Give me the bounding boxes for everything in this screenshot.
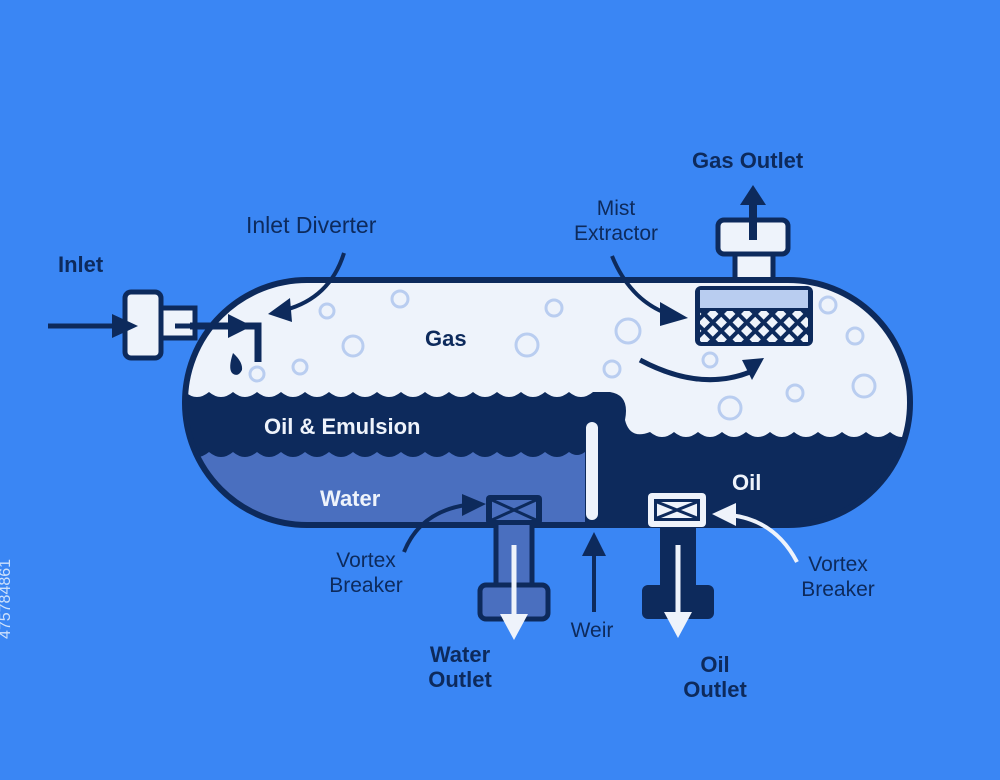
mist-extractor-callout — [610, 255, 688, 326]
mist-extractor-label: Mist Extractor — [573, 197, 659, 246]
vortex-breaker-right-label: Vortex Breaker — [801, 553, 875, 602]
gas-bubbles — [248, 289, 877, 421]
water-zone-label: Water — [320, 486, 381, 511]
mist-extractor — [695, 286, 813, 346]
vortex-breaker-left-callout — [402, 494, 486, 553]
oil-emulsion-zone-label: Oil & Emulsion — [264, 414, 421, 439]
oil-outlet-label: Oil Outlet — [683, 652, 747, 703]
vortex-breaker-right-callout — [712, 503, 799, 563]
oil-outlet — [642, 493, 714, 638]
water-layer — [185, 452, 585, 525]
oil-zone-label: Oil — [732, 470, 762, 495]
weir-callout — [582, 532, 606, 612]
water-outlet-label: Water Outlet — [428, 642, 492, 693]
gas-outlet-label: Gas Outlet — [692, 148, 804, 173]
inlet-flow-arrow — [48, 314, 252, 338]
inlet-diverter-label: Inlet Diverter — [246, 212, 377, 238]
weir-plate — [586, 422, 598, 520]
inlet-label: Inlet — [58, 252, 104, 277]
vortex-breaker-left-label: Vortex Breaker — [329, 549, 403, 598]
gas-flow-arrow — [638, 357, 764, 383]
inlet-diverter-callout — [268, 252, 346, 322]
gas-outlet-nozzle — [715, 185, 791, 287]
stock-id-watermark: 475784861 — [0, 558, 15, 640]
gas-zone-label: Gas — [425, 326, 467, 351]
tank-shell — [182, 277, 913, 528]
water-outlet — [477, 495, 551, 640]
weir-label: Weir — [570, 619, 614, 642]
